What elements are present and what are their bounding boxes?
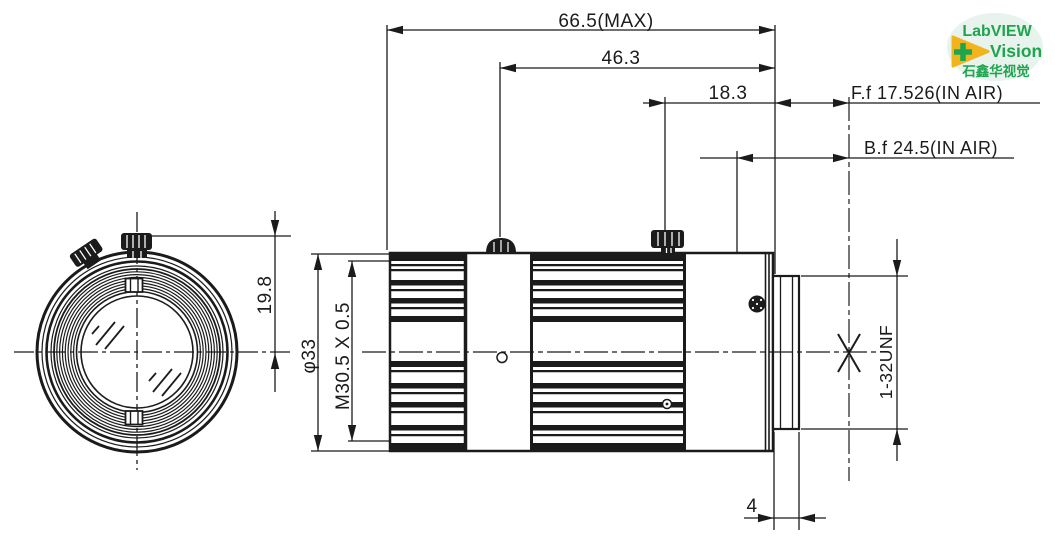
dim-overall-length-label: 66.5(MAX) — [558, 11, 653, 32]
side-thumbscrew — [651, 230, 684, 254]
logo-labview-text: LabVIEW — [962, 23, 1032, 40]
image-plane-star-marker — [837, 333, 861, 373]
glass-hatch-marks — [91, 321, 182, 397]
inner-ring-screw-top — [124, 277, 144, 293]
dim-front-thread-label: M30.5 X 0.5 — [333, 302, 354, 410]
inner-ring-screw-bottom — [124, 410, 144, 426]
dim-mount-protrusion-label: 4 — [746, 496, 757, 517]
plus-icon — [954, 43, 972, 61]
knurled-lock-screw — [748, 295, 766, 313]
dim-back-focal-label: B.f 24.5(IN AIR) — [864, 138, 998, 158]
dim-mount-thread-label: 1-32UNF — [876, 325, 896, 400]
front-top-thumbscrew — [121, 233, 152, 258]
dim-front-focal-label: F.f 17.526(IN AIR) — [851, 83, 1003, 103]
dimension-annotations: 66.5(MAX) 46.3 18.3 F.f 17.526(IN AIR) B… — [152, 11, 1040, 530]
front-view — [14, 212, 291, 470]
image-plane-marker — [837, 97, 861, 481]
side-dome-knob — [486, 238, 516, 253]
side-view — [362, 230, 878, 453]
dim-knob-height-label: 19.8 — [255, 276, 276, 315]
dim-outer-diameter-label: φ33 — [299, 339, 320, 374]
index-dot — [496, 351, 508, 364]
logo-chinese-text: 石鑫华视觉 — [961, 63, 1030, 79]
zoom-ring-knurl — [533, 253, 684, 451]
dim-rear-length-label: 18.3 — [709, 83, 748, 104]
focus-ring-knurl — [390, 253, 464, 451]
logo-vision-text: Vision — [990, 41, 1042, 61]
logo-background — [947, 13, 1043, 81]
logo: LabVIEW Vision 石鑫华视觉 — [947, 13, 1043, 81]
front-tilted-thumbscrew — [69, 238, 103, 270]
small-set-screw — [661, 398, 673, 410]
dim-mid-length-label: 46.3 — [602, 48, 641, 69]
dimension-arrowheads — [270, 25, 902, 523]
